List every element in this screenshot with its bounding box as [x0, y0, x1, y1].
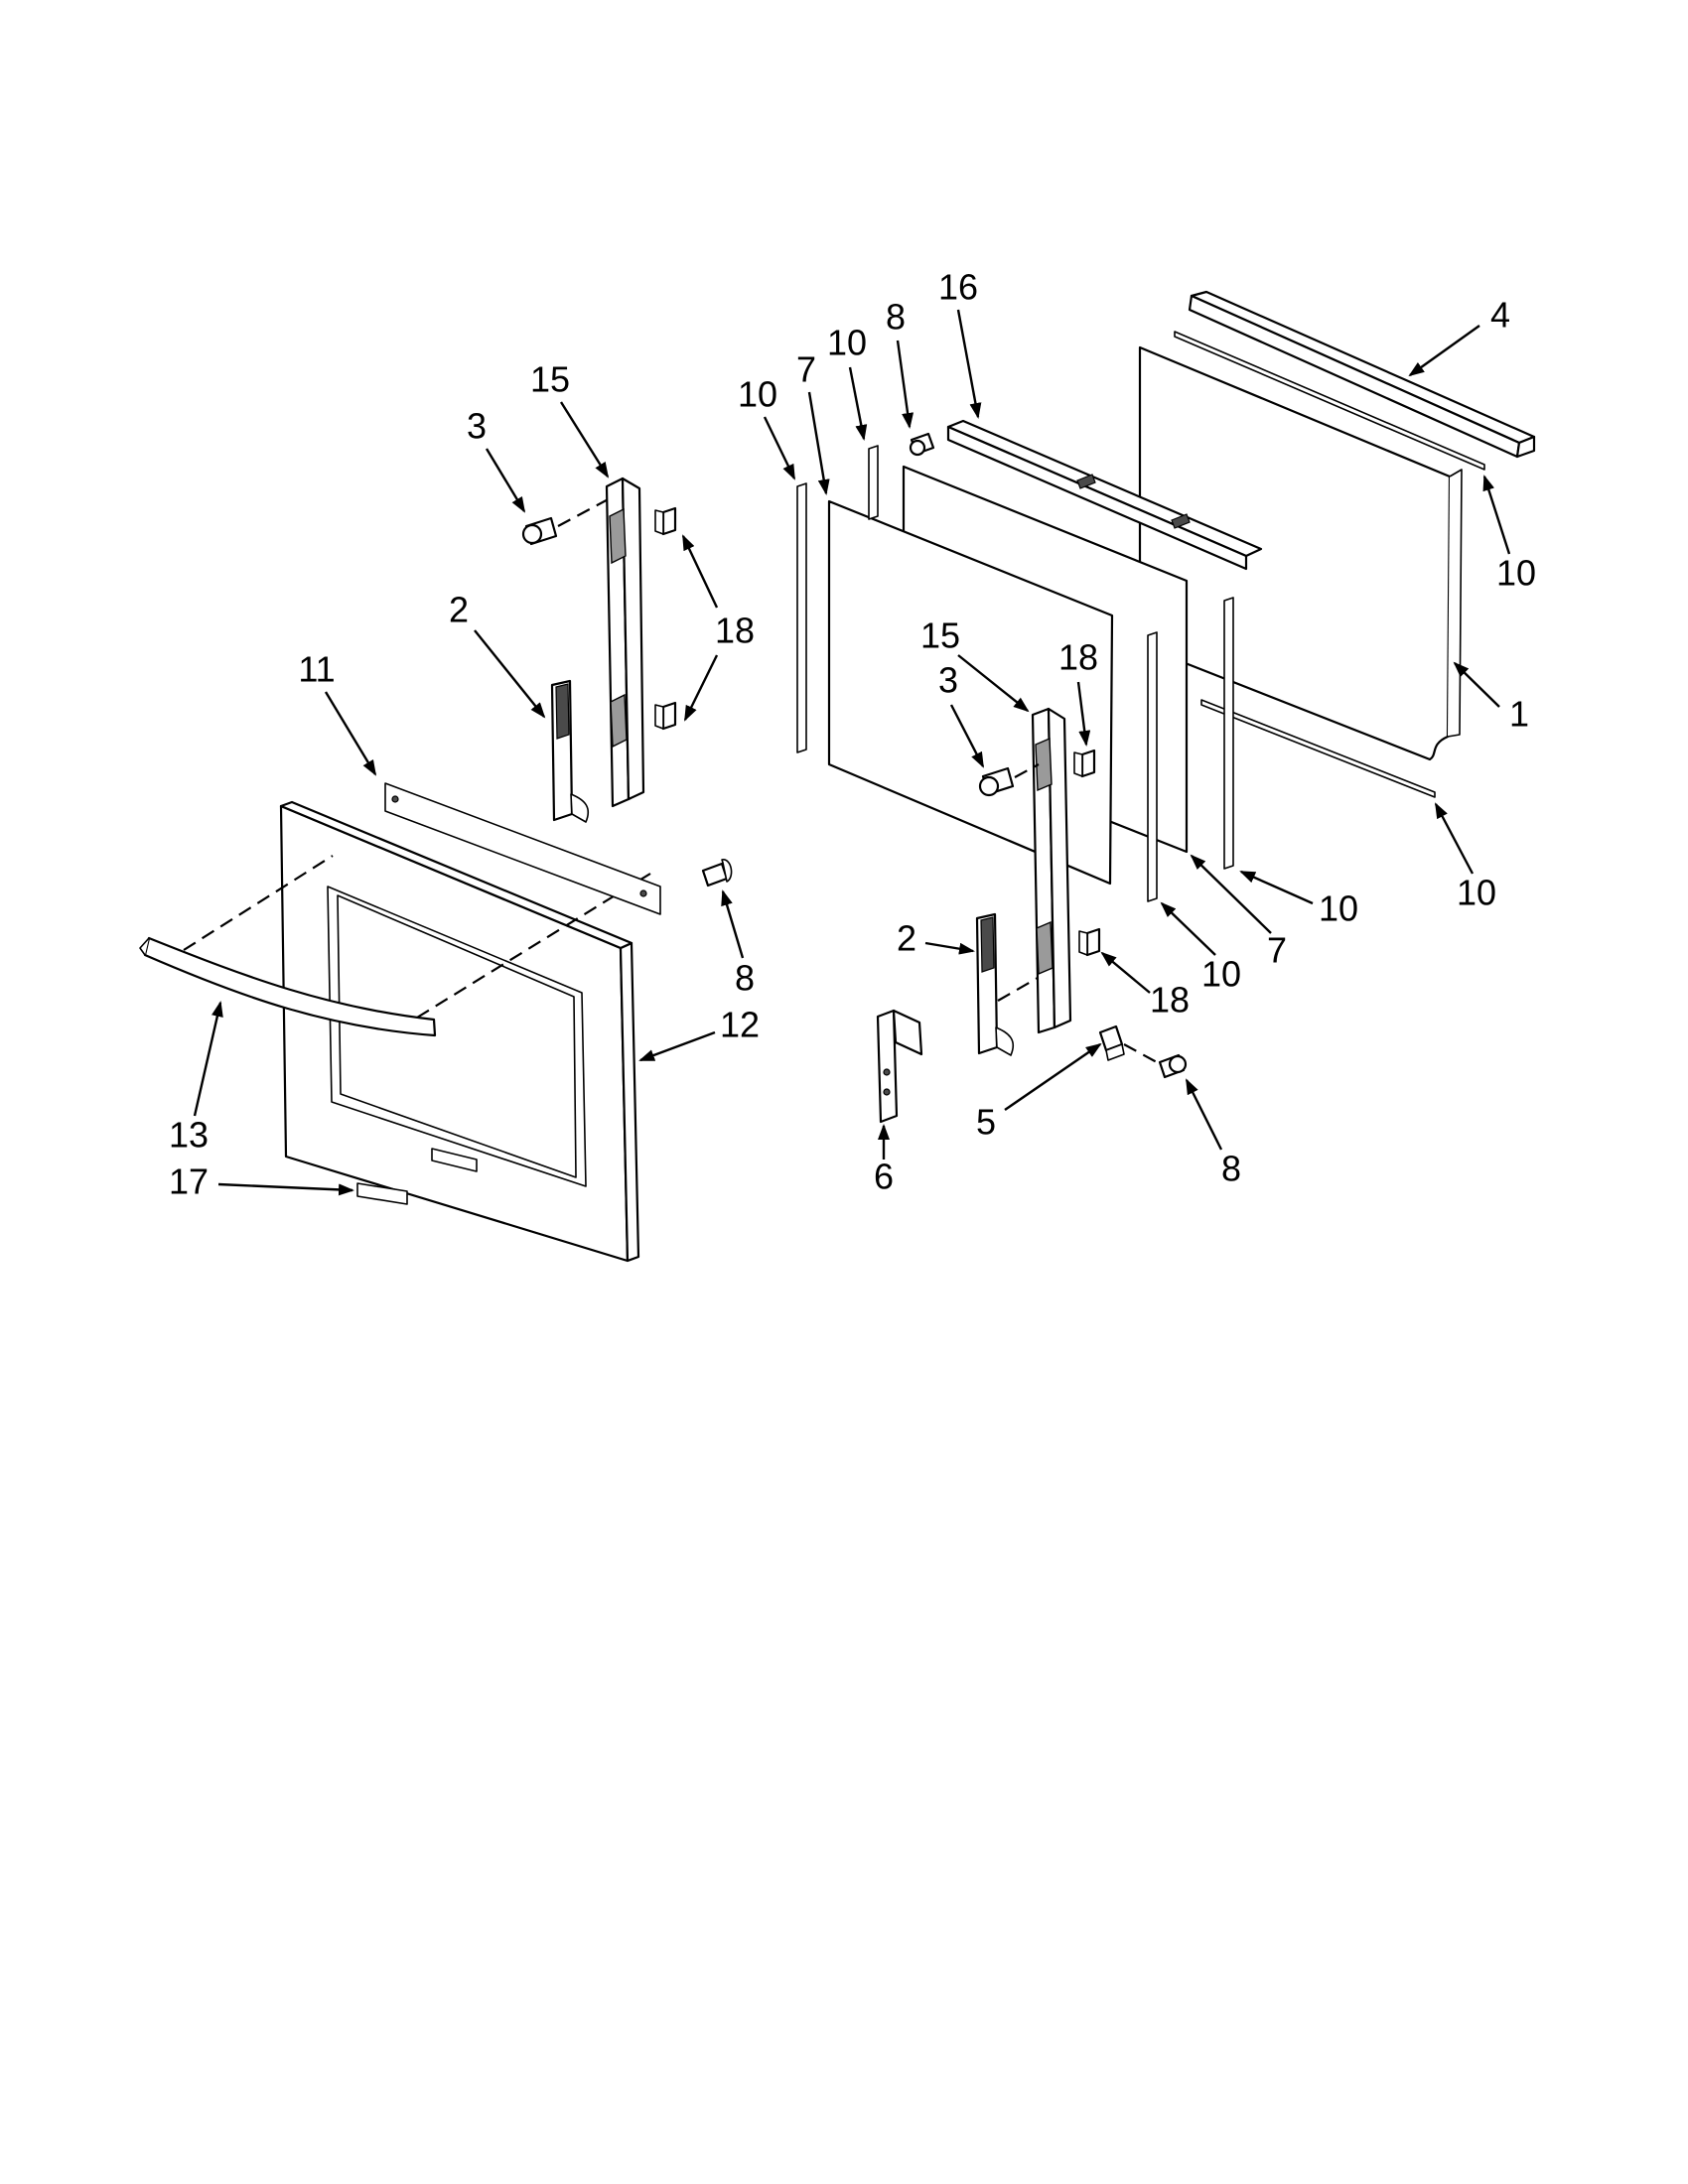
- leader-10a: [848, 366, 868, 441]
- callout-c8b: 8: [735, 958, 755, 999]
- latch: [1098, 1024, 1125, 1061]
- leader-3a: [485, 448, 526, 513]
- callout-c1: 1: [1509, 694, 1529, 735]
- leader-2b: [924, 941, 975, 955]
- callout-c18b: 18: [1058, 637, 1098, 678]
- callout-c3b: 3: [938, 660, 958, 701]
- callout-labels: 16 4 8 10 7 15 10 3 10 18 2 15 18 11 3 1 10 10 7 2 10 8 18 12 5 1…: [169, 267, 1536, 1202]
- callout-c4: 4: [1490, 295, 1510, 336]
- leader-8a: [896, 340, 914, 429]
- leader-10e: [1239, 870, 1314, 905]
- callout-c15a: 15: [530, 359, 570, 400]
- leader-7b: [1190, 854, 1272, 934]
- callout-c12: 12: [720, 1005, 760, 1045]
- callout-c15b: 15: [920, 615, 960, 656]
- hinge-arm-right: [975, 912, 1039, 1056]
- callout-c10a: 10: [827, 323, 867, 363]
- callout-c10e: 10: [1319, 888, 1358, 929]
- callout-c13: 13: [169, 1115, 209, 1156]
- screw-top-8: [909, 432, 935, 457]
- leader-18c: [1100, 951, 1151, 994]
- clip-18-right-upper: [1073, 749, 1096, 778]
- leader-13: [193, 1001, 223, 1117]
- leader-8b: [721, 889, 745, 959]
- gasket-strip-right-inner: [1147, 631, 1158, 902]
- screw-right-3: [978, 763, 1040, 797]
- clip-18-lower: [654, 701, 677, 731]
- gasket-strip-left-inner: [868, 445, 879, 520]
- leader-12: [638, 1030, 716, 1062]
- screw-left-8: [701, 859, 733, 887]
- leader-10c: [1482, 475, 1511, 555]
- leader-11: [324, 691, 377, 776]
- leader-16: [956, 309, 982, 419]
- badge-slot: [431, 1148, 478, 1172]
- callout-c8c: 8: [1221, 1149, 1241, 1189]
- callout-c2a: 2: [449, 590, 469, 630]
- hinge-channel-upper: [605, 477, 645, 808]
- callout-c18c: 18: [1150, 980, 1190, 1021]
- hinge-arm-left: [550, 679, 590, 823]
- gasket-strip-bottom: [1200, 699, 1436, 798]
- leader-10b: [763, 416, 796, 480]
- top-bracket: [1188, 290, 1536, 459]
- top-channel: [946, 419, 1263, 571]
- clip-18-upper: [654, 506, 677, 536]
- outer-door-panel: [279, 800, 640, 1263]
- callout-c5: 5: [976, 1102, 996, 1143]
- badge: [356, 1182, 408, 1205]
- leader-18a-bottom: [683, 654, 719, 722]
- screw-bottom-8: [1123, 1043, 1188, 1079]
- leader-18b: [1076, 681, 1091, 747]
- leader-10f: [1160, 901, 1216, 956]
- hinge-channel-lower: [1031, 707, 1072, 1034]
- callout-c7b: 7: [1267, 930, 1287, 971]
- leader-15b: [957, 654, 1030, 713]
- screw-top-3: [521, 495, 615, 546]
- door-handle: [139, 936, 437, 1037]
- gasket-strip-right-outer: [1223, 597, 1234, 870]
- trim-strip: [384, 782, 661, 915]
- leader-17: [217, 1182, 354, 1196]
- handle-alignment-line-left: [183, 855, 334, 951]
- callout-c3a: 3: [467, 406, 487, 447]
- leader-4: [1408, 325, 1480, 377]
- callout-c2b: 2: [897, 918, 916, 959]
- callout-c16: 16: [938, 267, 978, 308]
- callout-c17: 17: [169, 1161, 209, 1202]
- leader-2a: [474, 629, 546, 719]
- leader-10d: [1434, 802, 1475, 875]
- callout-c11: 11: [298, 649, 335, 690]
- gasket-strip-top: [1174, 331, 1485, 471]
- leader-15a: [559, 401, 610, 478]
- callout-c6: 6: [874, 1157, 894, 1197]
- callout-c10c: 10: [1496, 553, 1536, 594]
- callout-c18a: 18: [715, 611, 755, 651]
- callout-c10b: 10: [738, 374, 777, 415]
- callout-c7a: 7: [796, 349, 816, 390]
- gasket-strip-left-outer: [796, 482, 807, 753]
- callout-c8a: 8: [886, 297, 906, 338]
- leader-7a: [807, 391, 830, 495]
- callout-c10f: 10: [1201, 954, 1241, 995]
- clip-18-right-lower: [1078, 927, 1101, 957]
- leader-lines: [193, 309, 1511, 1196]
- leader-18a-top: [681, 534, 719, 609]
- leader-1: [1453, 661, 1500, 708]
- leader-5: [1004, 1042, 1102, 1111]
- strike-bracket: [876, 1009, 923, 1124]
- leader-3b: [949, 704, 985, 768]
- handle-alignment-line-right: [416, 873, 651, 1019]
- leader-8c: [1185, 1078, 1223, 1151]
- callout-c10d: 10: [1457, 873, 1496, 913]
